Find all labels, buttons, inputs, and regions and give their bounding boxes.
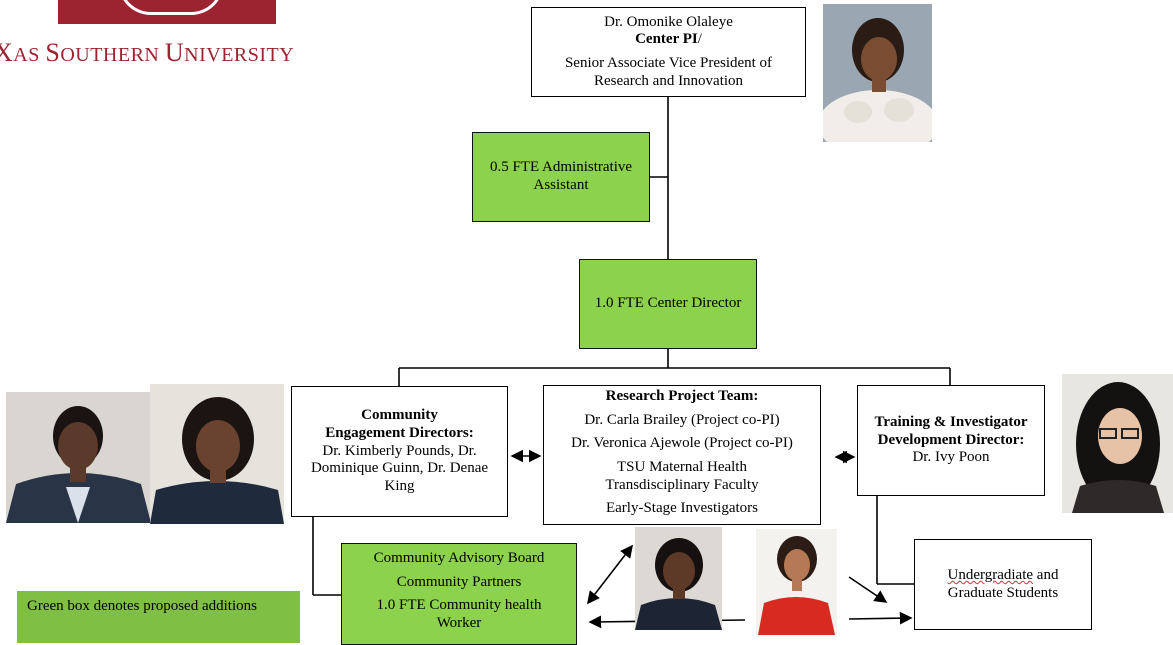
community-engagement-title: Community Engagement Directors:	[325, 407, 474, 441]
portrait-photo-co-pi-1	[635, 527, 722, 630]
community-board-box: Community Advisory Board Community Partn…	[341, 543, 577, 645]
photo-students-arrow-2	[848, 611, 913, 625]
community-board-line-3: 1.0 FTE Community health Worker	[376, 597, 542, 632]
photo-students-arrow-1	[848, 576, 888, 603]
center-pi-role: Center PI/	[635, 31, 702, 48]
community-board-line-1: Community Advisory Board	[373, 550, 545, 566]
portrait-photo-engagement-1	[6, 392, 151, 523]
portrait-photo-pi	[823, 4, 932, 142]
center-pi-box: Dr. Omonike Olaleye Center PI/ Senior As…	[531, 7, 806, 97]
legend-box: Green box denotes proposed additions	[17, 591, 300, 643]
center-director-label: 1.0 FTE Center Director	[594, 295, 742, 312]
university-name: XAS SOUTHERN UNIVERSITY	[0, 38, 295, 67]
research-team-faculty: TSU Maternal Health Transdisciplinary Fa…	[605, 459, 759, 493]
center-pi-title: Senior Associate Vice President of Resea…	[564, 55, 773, 89]
students-label: Undergradiate and Graduate Students	[947, 566, 1059, 601]
training-director-box: Training & Investigator Development Dire…	[857, 385, 1045, 496]
portrait-photo-training	[1062, 374, 1173, 513]
admin-assistant-label: 0.5 FTE Administrative Assistant	[489, 159, 633, 193]
community-engagement-box: Community Engagement Directors: Dr. Kimb…	[291, 386, 508, 517]
research-team-copi-2: Dr. Veronica Ajewole (Project co-PI)	[571, 435, 793, 452]
center-director-box: 1.0 FTE Center Director	[579, 259, 757, 349]
community-board-line-2: Community Partners	[396, 573, 522, 590]
training-director-title: Training & Investigator Development Dire…	[874, 413, 1028, 448]
center-pi-name: Dr. Omonike Olaleye	[604, 13, 733, 30]
community-engagement-names: Dr. Kimberly Pounds, Dr. Dominique Guinn…	[310, 442, 489, 495]
research-team-box: Research Project Team: Dr. Carla Brailey…	[543, 385, 821, 525]
research-team-title: Research Project Team:	[605, 388, 759, 404]
students-box: Undergradiate and Graduate Students	[914, 539, 1092, 630]
training-director-name: Dr. Ivy Poon	[912, 449, 990, 466]
admin-assistant-box: 0.5 FTE Administrative Assistant	[472, 132, 650, 222]
research-team-investigators: Early-Stage Investigators	[605, 500, 759, 517]
university-logo-band	[58, 0, 276, 24]
legend-text: Green box denotes proposed additions	[27, 598, 257, 614]
research-team-copi-1: Dr. Carla Brailey (Project co-PI)	[584, 411, 780, 428]
portrait-photo-co-pi-2	[756, 529, 837, 635]
portrait-photo-engagement-2	[150, 384, 284, 524]
board-photo-arrow	[587, 544, 633, 605]
